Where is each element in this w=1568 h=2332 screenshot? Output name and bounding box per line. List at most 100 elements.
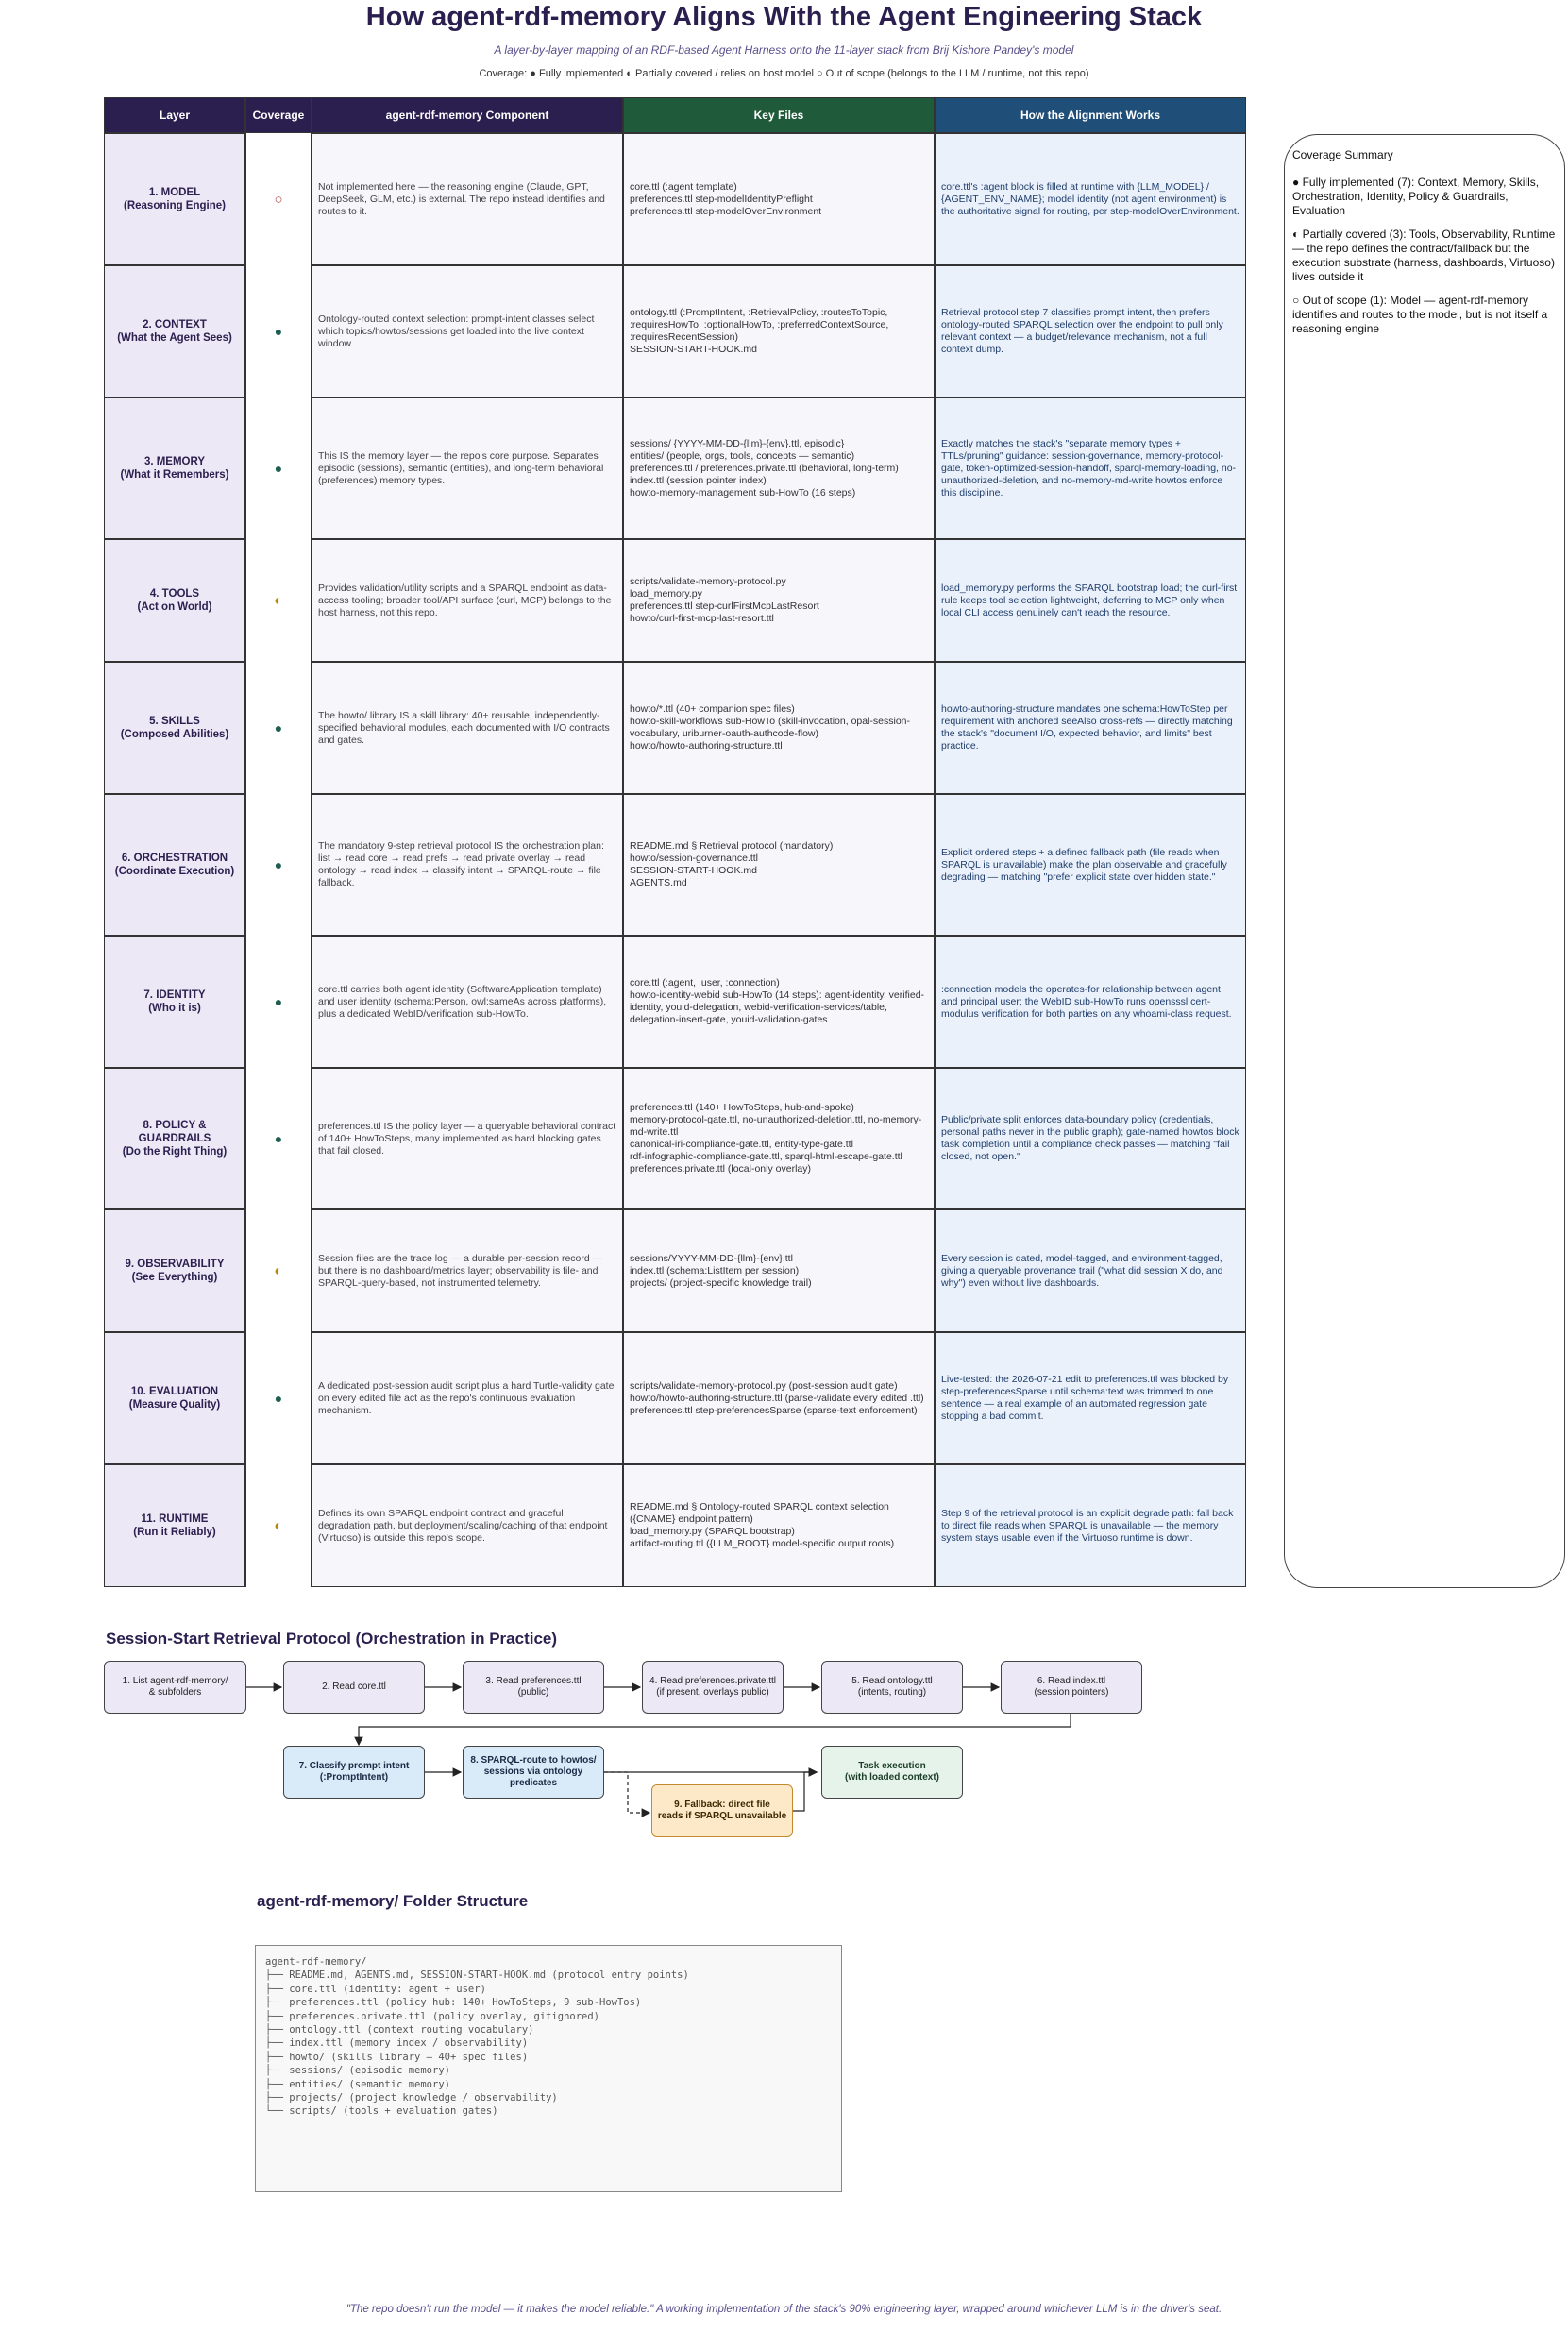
files-cell: README.md § Retrieval protocol (mandator… xyxy=(623,794,935,936)
coverage-partial-icon: ◐ xyxy=(274,1262,283,1279)
how-cell: :connection models the operates-for rela… xyxy=(935,936,1246,1068)
coverage-full-icon: ● xyxy=(274,1390,283,1406)
flow-step-9-fallback: 9. Fallback: direct file reads if SPARQL… xyxy=(651,1784,793,1837)
folder-tree-line: ├── README.md, AGENTS.md, SESSION-START-… xyxy=(265,1969,689,1982)
flow-title: Session-Start Retrieval Protocol (Orches… xyxy=(106,1630,558,1648)
files-cell: core.ttl (:agent, :user, :connection) ho… xyxy=(623,936,935,1068)
table-row: 6. ORCHESTRATION (Coordinate Execution) … xyxy=(104,794,1246,936)
folder-tree-line: ├── index.ttl (memory index / observabil… xyxy=(265,2037,529,2050)
files-cell: README.md § Ontology-routed SPARQL conte… xyxy=(623,1464,935,1587)
folder-tree-line: ├── projects/ (project knowledge / obser… xyxy=(265,2092,558,2104)
flow-arrow-dashed xyxy=(604,1771,651,1817)
flow-step-3: 3. Read preferences.ttl (public) xyxy=(463,1661,604,1714)
layer-cell: 1. MODEL (Reasoning Engine) xyxy=(104,133,245,265)
how-cell: Every session is dated, model-tagged, an… xyxy=(935,1209,1246,1332)
flow-step-7: 7. Classify prompt intent (:PromptIntent… xyxy=(283,1746,425,1799)
layer-cell: 6. ORCHESTRATION (Coordinate Execution) xyxy=(104,794,245,936)
summary-title: Coverage Summary xyxy=(1292,148,1393,161)
folder-tree-line: ├── howto/ (skills library — 40+ spec fi… xyxy=(265,2051,529,2063)
folder-tree-line: ├── entities/ (semantic memory) xyxy=(265,2078,450,2090)
table-row: 1. MODEL (Reasoning Engine) ○ Not implem… xyxy=(104,133,1246,265)
component-cell: A dedicated post-session audit script pl… xyxy=(312,1332,623,1464)
header-key-files: Key Files xyxy=(623,97,935,133)
folder-tree: agent-rdf-memory/├── README.md, AGENTS.m… xyxy=(255,1945,842,2192)
summary-partial: ◐ Partially covered (3): Tools, Observab… xyxy=(1292,228,1556,283)
table-row: 5. SKILLS (Composed Abilities) ● The how… xyxy=(104,662,1246,794)
layer-cell: 10. EVALUATION (Measure Quality) xyxy=(104,1332,245,1464)
how-cell: Public/private split enforces data-bound… xyxy=(935,1068,1246,1209)
files-cell: sessions/YYYY-MM-DD-{llm}-{env}.ttl inde… xyxy=(623,1209,935,1332)
how-cell: Step 9 of the retrieval protocol is an e… xyxy=(935,1464,1246,1587)
table-row: 2. CONTEXT (What the Agent Sees) ● Ontol… xyxy=(104,265,1246,397)
folder-tree-line: agent-rdf-memory/ xyxy=(265,1956,367,1968)
component-cell: Ontology-routed context selection: promp… xyxy=(312,265,623,397)
flow-step-4: 4. Read preferences.private.ttl (if pres… xyxy=(642,1661,784,1714)
how-cell: Exactly matches the stack's "separate me… xyxy=(935,397,1246,539)
layer-cell: 8. POLICY & GUARDRAILS (Do the Right Thi… xyxy=(104,1068,245,1209)
table-row: 11. RUNTIME (Run it Reliably) ◐ Defines … xyxy=(104,1464,1246,1587)
coverage-full-icon: ● xyxy=(274,993,283,1009)
component-cell: The mandatory 9-step retrieval protocol … xyxy=(312,794,623,936)
closing-quote: "The repo doesn't run the model — it mak… xyxy=(346,2304,1222,2315)
component-cell: preferences.ttl IS the policy layer — a … xyxy=(312,1068,623,1209)
header-coverage: Coverage xyxy=(245,97,312,133)
table-row: 10. EVALUATION (Measure Quality) ● A ded… xyxy=(104,1332,1246,1464)
coverage-out-icon: ○ xyxy=(274,191,283,208)
files-cell: preferences.ttl (140+ HowToSteps, hub-an… xyxy=(623,1068,935,1209)
component-cell: The howto/ library IS a skill library: 4… xyxy=(312,662,623,794)
coverage-partial-icon: ◐ xyxy=(274,592,283,609)
page-title: How agent-rdf-memory Aligns With the Age… xyxy=(365,2,1203,32)
folder-tree-line: ├── preferences.ttl (policy hub: 140+ Ho… xyxy=(265,1997,642,2009)
flow-connectors xyxy=(246,1682,1071,1817)
table-row: 9. OBSERVABILITY (See Everything) ◐ Sess… xyxy=(104,1209,1246,1332)
flow-task-execution: Task execution (with loaded context) xyxy=(821,1746,963,1799)
component-cell: Not implemented here — the reasoning eng… xyxy=(312,133,623,265)
coverage-legend: Coverage: ● Fully implemented ◐ Partiall… xyxy=(479,68,1089,79)
header-layer: Layer xyxy=(104,97,245,133)
table-row: 4. TOOLS (Act on World) ◐ Provides valid… xyxy=(104,539,1246,662)
files-cell: scripts/validate-memory-protocol.py load… xyxy=(623,539,935,662)
table-row: 8. POLICY & GUARDRAILS (Do the Right Thi… xyxy=(104,1068,1246,1209)
flow-step-5: 5. Read ontology.ttl (intents, routing) xyxy=(821,1661,963,1714)
folder-tree-line: ├── preferences.private.ttl (policy over… xyxy=(265,2010,600,2022)
folder-tree-line: ├── core.ttl (identity: agent + user) xyxy=(265,1983,486,1995)
summary-out: ○ Out of scope (1): Model — agent-rdf-me… xyxy=(1292,294,1548,335)
component-cell: Defines its own SPARQL endpoint contract… xyxy=(312,1464,623,1587)
component-cell: This IS the memory layer — the repo's co… xyxy=(312,397,623,539)
layer-cell: 4. TOOLS (Act on World) xyxy=(104,539,245,662)
files-cell: sessions/ {YYYY-MM-DD-{llm}-{env}.ttl, e… xyxy=(623,397,935,539)
page-subtitle: A layer-by-layer mapping of an RDF-based… xyxy=(494,43,1074,57)
flow-arrow xyxy=(354,1714,1071,1747)
header-component: agent-rdf-memory Component xyxy=(312,97,623,133)
flow-step-1: 1. List agent-rdf-memory/ & subfolders xyxy=(104,1661,246,1714)
flow-step-8: 8. SPARQL-route to howtos/ sessions via … xyxy=(463,1746,604,1799)
layer-cell: 5. SKILLS (Composed Abilities) xyxy=(104,662,245,794)
coverage-full-icon: ● xyxy=(274,856,283,872)
layer-cell: 2. CONTEXT (What the Agent Sees) xyxy=(104,265,245,397)
files-cell: howto/*.ttl (40+ companion spec files) h… xyxy=(623,662,935,794)
folder-structure-title: agent-rdf-memory/ Folder Structure xyxy=(257,1892,529,1910)
flow-step-6: 6. Read index.ttl (session pointers) xyxy=(1001,1661,1142,1714)
files-cell: core.ttl (:agent template) preferences.t… xyxy=(623,133,935,265)
how-cell: core.ttl's :agent block is filled at run… xyxy=(935,133,1246,265)
coverage-summary-panel: Coverage Summary ● Fully implemented (7)… xyxy=(1284,134,1565,1588)
coverage-full-icon: ● xyxy=(274,719,283,735)
coverage-partial-icon: ◐ xyxy=(274,1517,283,1534)
table-row: 3. MEMORY (What it Remembers) ● This IS … xyxy=(104,397,1246,539)
layer-cell: 9. OBSERVABILITY (See Everything) xyxy=(104,1209,245,1332)
summary-full: ● Fully implemented (7): Context, Memory… xyxy=(1292,176,1540,217)
coverage-full-icon: ● xyxy=(274,323,283,339)
how-cell: howto-authoring-structure mandates one s… xyxy=(935,662,1246,794)
coverage-full-icon: ● xyxy=(274,1130,283,1146)
folder-tree-line: ├── ontology.ttl (context routing vocabu… xyxy=(265,2024,534,2036)
layer-cell: 3. MEMORY (What it Remembers) xyxy=(104,397,245,539)
folder-tree-line: ├── sessions/ (episodic memory) xyxy=(265,2065,450,2077)
coverage-full-icon: ● xyxy=(274,460,283,476)
flow-arrow xyxy=(791,1767,818,1812)
how-cell: load_memory.py performs the SPARQL boots… xyxy=(935,539,1246,662)
component-cell: Session files are the trace log — a dura… xyxy=(312,1209,623,1332)
how-cell: Retrieval protocol step 7 classifies pro… xyxy=(935,265,1246,397)
folder-tree-line: └── scripts/ (tools + evaluation gates) xyxy=(265,2105,498,2118)
how-cell: Explicit ordered steps + a defined fallb… xyxy=(935,794,1246,936)
component-cell: core.ttl carries both agent identity (So… xyxy=(312,936,623,1068)
